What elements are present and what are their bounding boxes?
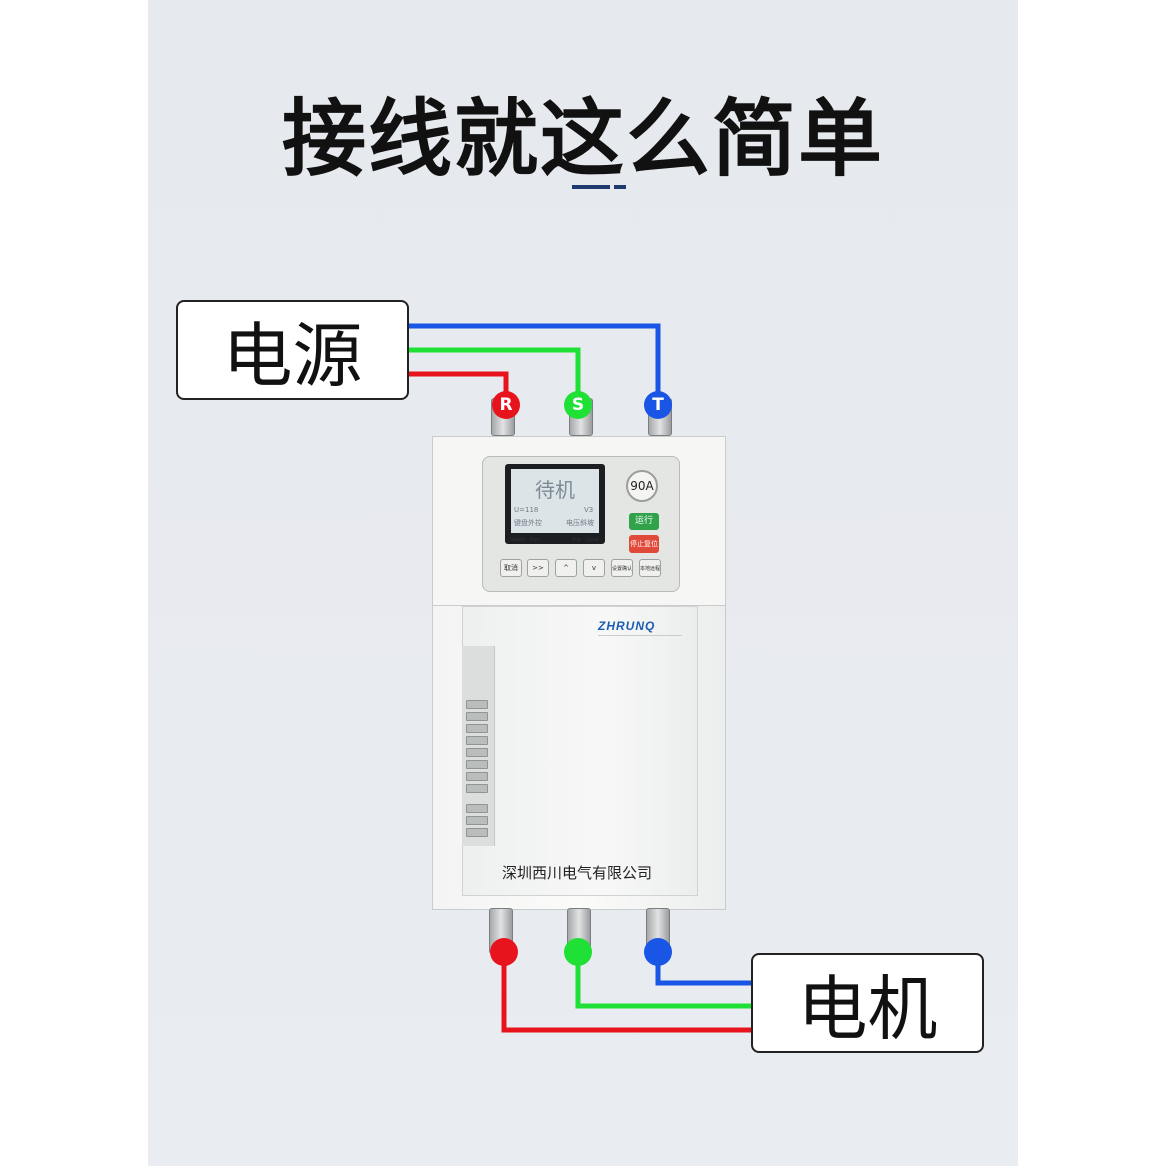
local-remote-key[interactable]: 本地远程	[639, 559, 661, 577]
control-terminal	[466, 816, 488, 825]
led-label-run: Run	[530, 537, 540, 543]
brand-logo: ZHRUNQ	[598, 619, 682, 636]
wire-blue-top	[408, 323, 661, 398]
led-label-ready: Ready	[510, 537, 526, 543]
current-knob[interactable]: 90A	[626, 470, 658, 502]
lcd-line2-right: 电压斜坡	[566, 519, 594, 527]
company-name: 深圳西川电气有限公司	[502, 864, 653, 882]
set-confirm-key[interactable]: 设置确认	[611, 559, 633, 577]
lcd-screen	[511, 469, 599, 533]
title-underline-right	[614, 185, 626, 189]
power-label-box: 电源	[176, 300, 409, 400]
output-red-marker	[490, 938, 518, 966]
cancel-key[interactable]: 取消	[500, 559, 522, 577]
output-green-marker	[564, 938, 592, 966]
up-key[interactable]: ^	[555, 559, 577, 577]
shift-key[interactable]: >>	[527, 559, 549, 577]
control-terminal	[466, 760, 488, 769]
phase-s-marker: S	[564, 391, 592, 419]
control-terminal	[466, 736, 488, 745]
control-terminal	[466, 748, 488, 757]
phase-t-marker: T	[644, 391, 672, 419]
output-blue-marker	[644, 938, 672, 966]
lcd-line2-left: 键盘外控	[514, 519, 542, 527]
control-terminal	[466, 828, 488, 837]
motor-label: 电机	[797, 967, 938, 1050]
power-label: 电源	[222, 314, 363, 397]
page-title: 接线就这么简单	[281, 90, 884, 188]
title-underline-left	[572, 185, 610, 189]
lcd-status-text: 待机	[535, 478, 575, 502]
lcd-line1-left: U=118	[514, 506, 539, 514]
wire-blue-bottom	[655, 960, 752, 986]
control-terminal	[466, 804, 488, 813]
front-cover	[462, 606, 698, 896]
down-key[interactable]: v	[583, 559, 605, 577]
stop-reset-button[interactable]: 停止复位	[629, 535, 659, 553]
phase-r-marker: R	[492, 391, 520, 419]
wire-green-top	[408, 347, 581, 398]
control-terminal	[466, 700, 488, 709]
control-terminal	[466, 712, 488, 721]
led-label-trip: Trip	[572, 537, 581, 543]
control-terminal	[466, 784, 488, 793]
wire-red-top	[408, 371, 509, 398]
lcd-line1-right: V3	[584, 506, 594, 514]
wire-green-bottom	[575, 960, 752, 1009]
wire-red-bottom	[501, 960, 752, 1033]
control-terminal	[466, 724, 488, 733]
motor-label-box: 电机	[751, 953, 984, 1053]
led-label-local: Local	[586, 537, 599, 543]
control-terminal	[466, 772, 488, 781]
run-button[interactable]: 运行	[629, 513, 659, 530]
